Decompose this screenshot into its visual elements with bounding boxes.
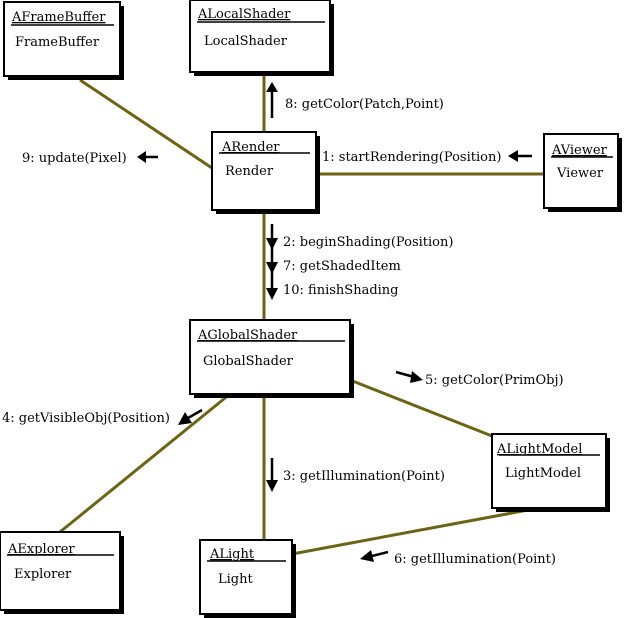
explorer-class: Explorer xyxy=(14,567,72,582)
object-explorer: AExplorer Explorer xyxy=(0,531,124,614)
arrow-diagonal-icon xyxy=(187,408,203,420)
viewer-instance: AViewer xyxy=(551,143,608,158)
message-labels: 8: getColor(Patch,Point) 9: update(Pixel… xyxy=(2,97,564,567)
object-global-shader: AGlobalShader GlobalShader xyxy=(189,319,354,398)
object-light: ALight Light xyxy=(199,539,296,618)
arrowhead-diagonal-icon xyxy=(178,412,192,425)
viewer-class: Viewer xyxy=(556,166,604,181)
render-class: Render xyxy=(225,164,274,179)
arrowhead-diagonal-icon xyxy=(410,371,423,383)
link-framebuffer-render xyxy=(79,78,213,170)
message-7: 7: getShadedItem xyxy=(283,259,401,274)
global-shader-class: GlobalShader xyxy=(203,354,294,369)
light-model-class: LightModel xyxy=(505,466,581,481)
arrowhead-left-icon xyxy=(137,151,146,163)
message-9: 9: update(Pixel) xyxy=(22,151,127,166)
frame-buffer-instance: AFrameBuffer xyxy=(11,10,106,25)
object-render: ARender Render xyxy=(211,131,320,214)
message-10: 10: finishShading xyxy=(283,283,399,298)
message-2: 2: beginShading(Position) xyxy=(283,235,453,250)
render-instance: ARender xyxy=(221,140,280,155)
light-class: Light xyxy=(218,572,253,587)
light-model-instance: ALightModel xyxy=(496,442,582,457)
arrowhead-left-icon xyxy=(508,150,518,162)
message-4: 4: getVisibleObj(Position) xyxy=(2,411,170,426)
message-3: 3: getIllumination(Point) xyxy=(283,469,445,484)
object-local-shader: ALocalShader LocalShader xyxy=(189,0,334,76)
links xyxy=(59,74,544,556)
arrowhead-up-icon xyxy=(266,82,278,92)
arrowhead-down-icon xyxy=(266,262,278,274)
frame-buffer-class: FrameBuffer xyxy=(15,35,100,50)
local-shader-class: LocalShader xyxy=(204,34,288,49)
arrowhead-down-icon xyxy=(266,288,278,300)
link-lightmodel-light xyxy=(291,508,529,556)
local-shader-instance: ALocalShader xyxy=(197,7,291,22)
arrowhead-diagonal-icon xyxy=(360,550,374,562)
link-globalshader-lightmodel xyxy=(349,378,493,438)
arrow-diagonal-icon xyxy=(371,550,389,558)
arrowhead-down-icon xyxy=(266,480,278,492)
arrowhead-down-icon xyxy=(266,238,278,250)
message-1: 1: startRendering(Position) xyxy=(322,150,501,165)
link-globalshader-explorer xyxy=(59,392,231,534)
object-light-model: ALightModel LightModel xyxy=(491,433,610,512)
message-arrows xyxy=(137,82,532,562)
message-5: 5: getColor(PrimObj) xyxy=(425,373,564,388)
global-shader-instance: AGlobalShader xyxy=(197,328,298,343)
arrow-diagonal-icon xyxy=(395,370,415,379)
explorer-instance: AExplorer xyxy=(7,542,75,557)
light-instance: ALight xyxy=(209,547,255,562)
message-8: 8: getColor(Patch,Point) xyxy=(285,97,444,112)
object-frame-buffer: AFrameBuffer FrameBuffer xyxy=(3,1,124,80)
object-viewer: AViewer Viewer xyxy=(543,133,622,212)
message-6: 6: getIllumination(Point) xyxy=(394,552,556,567)
